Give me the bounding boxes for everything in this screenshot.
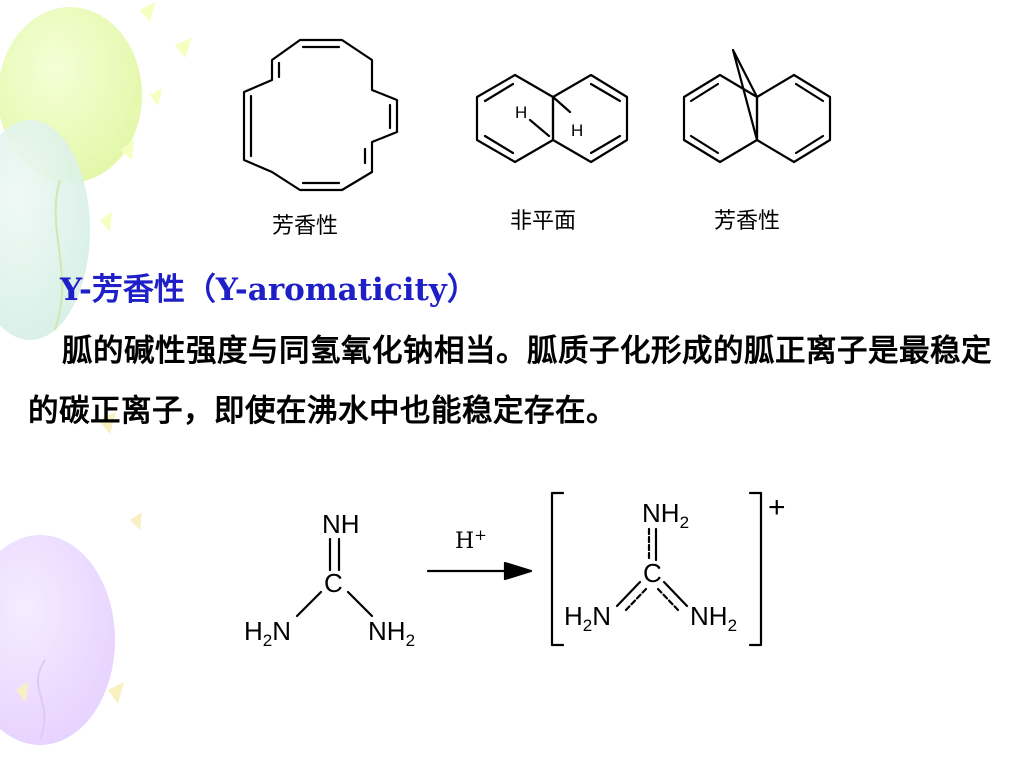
reaction-arrow [426, 561, 533, 581]
molecule-1-label: 芳香性 [272, 214, 339, 239]
product-amine-left: H2N [564, 601, 611, 635]
product-charge: + [768, 491, 786, 524]
guanidinium-structure [615, 527, 689, 613]
reactant-amine-left: H2N [244, 616, 291, 650]
balloon-green [0, 120, 90, 340]
molecule-2-label: 非平面 [510, 209, 577, 234]
product-amine-top: NH2 [642, 498, 689, 532]
molecule-3-label: 芳香性 [714, 209, 781, 234]
arrow-label: H+ [455, 526, 487, 554]
balloon-purple [0, 535, 115, 745]
h-label-2: H [571, 121, 583, 140]
guanidine-structure [295, 537, 374, 618]
h-label-1: H [515, 103, 527, 122]
product-carbon: C [643, 558, 662, 588]
product-brackets [550, 491, 763, 647]
section-heading: Y-芳香性（Y-aromaticity） [60, 272, 478, 308]
reactant-imine: NH [322, 509, 360, 539]
reactant-carbon: C [324, 568, 343, 598]
bridged-annulene-structure [682, 48, 832, 164]
reactant-amine-right: NH2 [368, 616, 415, 650]
annulene-10-nonplanar-structure [475, 73, 629, 164]
product-amine-right: NH2 [690, 601, 737, 635]
body-paragraph: 胍的碱性强度与同氢氧化钠相当。胍质子化形成的胍正离子是最稳定的碳正离子，即使在沸… [28, 334, 992, 429]
annulene-18-structure [242, 38, 399, 192]
